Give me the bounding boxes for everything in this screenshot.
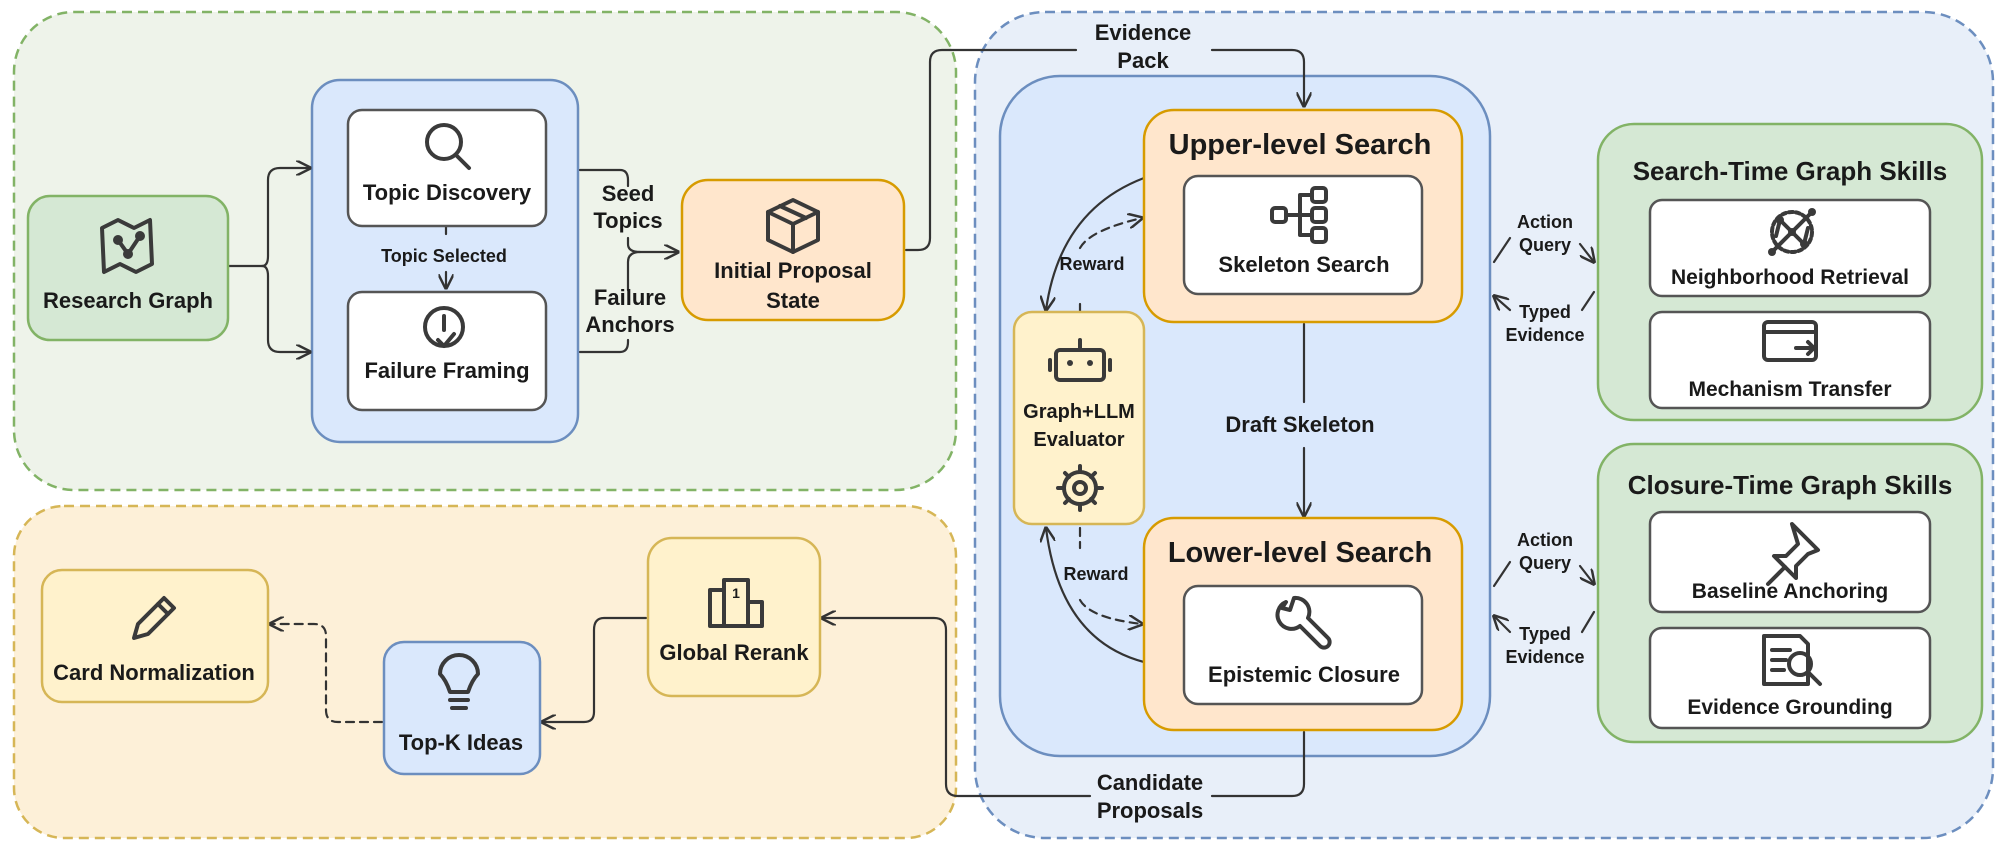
upper-search-label: Upper-level Search (1169, 129, 1432, 161)
podium-number: 1 (732, 585, 740, 601)
initial-proposal-line2: State (766, 288, 820, 313)
svg-text:Action: Action (1517, 530, 1573, 550)
map-graph-icon (100, 218, 154, 274)
pin-icon (1766, 522, 1820, 586)
neighborhood-retrieval-node: Neighborhood Retrieval (1648, 198, 1932, 298)
network-icon (1768, 208, 1816, 256)
evaluator-node: Graph+LLM Evaluator (1012, 310, 1146, 526)
action-query-1-label: Action Query (1517, 212, 1573, 255)
research-graph-node: Research Graph (26, 194, 230, 342)
reward-upper-label: Reward (1059, 254, 1124, 274)
failure-framing-label: Failure Framing (364, 358, 529, 383)
initial-proposal-node: Initial Proposal State (680, 178, 906, 322)
robot-icon (1048, 338, 1112, 382)
alert-check-icon (423, 306, 465, 348)
window-arrow-icon (1762, 320, 1818, 362)
svg-text:Anchors: Anchors (585, 312, 674, 337)
lightbulb-icon (438, 653, 480, 710)
action-query-2-label: Action Query (1517, 530, 1573, 573)
skeleton-search-label: Skeleton Search (1218, 252, 1389, 277)
failure-framing-node: Failure Framing (346, 290, 548, 412)
svg-text:Candidate: Candidate (1097, 770, 1203, 795)
svg-text:Topics: Topics (593, 208, 662, 233)
svg-text:Action: Action (1517, 212, 1573, 232)
upper-search-node: Upper-level Search Skeleton Search (1142, 108, 1464, 324)
evaluator-line1: Graph+LLM (1023, 401, 1135, 423)
evaluator-line2: Evaluator (1033, 429, 1124, 451)
search-skills-title: Search-Time Graph Skills (1633, 156, 1948, 186)
svg-text:Pack: Pack (1117, 48, 1169, 73)
evidence-grounding-node: Evidence Grounding (1648, 626, 1932, 730)
pencil-icon (132, 596, 176, 640)
podium-icon: 1 (708, 578, 764, 628)
svg-text:Typed: Typed (1519, 302, 1571, 322)
topic-selected-label: Topic Selected (381, 246, 507, 266)
global-rerank-label: Global Rerank (659, 640, 809, 665)
baseline-anchoring-node: Baseline Anchoring (1648, 510, 1932, 614)
card-normalization-label: Card Normalization (53, 660, 255, 685)
typed-evidence-2-label: Typed Evidence (1505, 624, 1584, 667)
svg-text:Evidence: Evidence (1095, 20, 1192, 45)
wrench-icon (1275, 595, 1332, 650)
reward-lower-label: Reward (1063, 564, 1128, 584)
draft-skeleton-label: Draft Skeleton (1225, 412, 1374, 437)
candidate-proposals-label: Candidate Proposals (1097, 770, 1203, 823)
topic-discovery-label: Topic Discovery (363, 180, 532, 205)
closure-skills-title: Closure-Time Graph Skills (1628, 470, 1953, 500)
mechanism-transfer-node: Mechanism Transfer (1648, 310, 1932, 410)
search-icon (425, 123, 471, 170)
svg-text:Evidence: Evidence (1505, 325, 1584, 345)
topk-ideas-label: Top-K Ideas (399, 730, 523, 755)
epistemic-closure-label: Epistemic Closure (1208, 662, 1400, 687)
research-graph-label: Research Graph (43, 288, 213, 313)
document-search-icon (1762, 634, 1822, 686)
evidence-pack-label: Evidence Pack (1095, 20, 1192, 73)
topic-discovery-node: Topic Discovery (346, 108, 548, 228)
typed-evidence-1-label: Typed Evidence (1505, 302, 1584, 345)
svg-text:Failure: Failure (594, 285, 666, 310)
seed-topics-label: Seed Topics (593, 181, 662, 233)
mechanism-transfer-label: Mechanism Transfer (1688, 378, 1891, 401)
connectors (226, 48, 1594, 798)
svg-text:Evidence: Evidence (1505, 647, 1584, 667)
svg-text:Query: Query (1519, 553, 1571, 573)
evidence-grounding-label: Evidence Grounding (1687, 696, 1892, 719)
global-rerank-node: 1 Global Rerank (646, 536, 822, 698)
hierarchy-icon (1270, 186, 1328, 244)
neighborhood-retrieval-label: Neighborhood Retrieval (1671, 266, 1909, 289)
lower-search-node: Lower-level Search Epistemic Closure (1142, 516, 1464, 732)
svg-text:Seed: Seed (602, 181, 655, 206)
svg-text:Query: Query (1519, 235, 1571, 255)
package-icon (766, 198, 820, 254)
lower-search-label: Lower-level Search (1168, 537, 1432, 569)
initial-proposal-line1: Initial Proposal (714, 258, 872, 283)
card-normalization-node: Card Normalization (40, 568, 270, 704)
gear-icon (1056, 464, 1104, 512)
failure-anchors-label: Failure Anchors (585, 285, 674, 337)
baseline-anchoring-label: Baseline Anchoring (1692, 580, 1888, 603)
svg-text:Typed: Typed (1519, 624, 1571, 644)
svg-text:Proposals: Proposals (1097, 798, 1203, 823)
topk-ideas-node: Top-K Ideas (382, 640, 542, 776)
